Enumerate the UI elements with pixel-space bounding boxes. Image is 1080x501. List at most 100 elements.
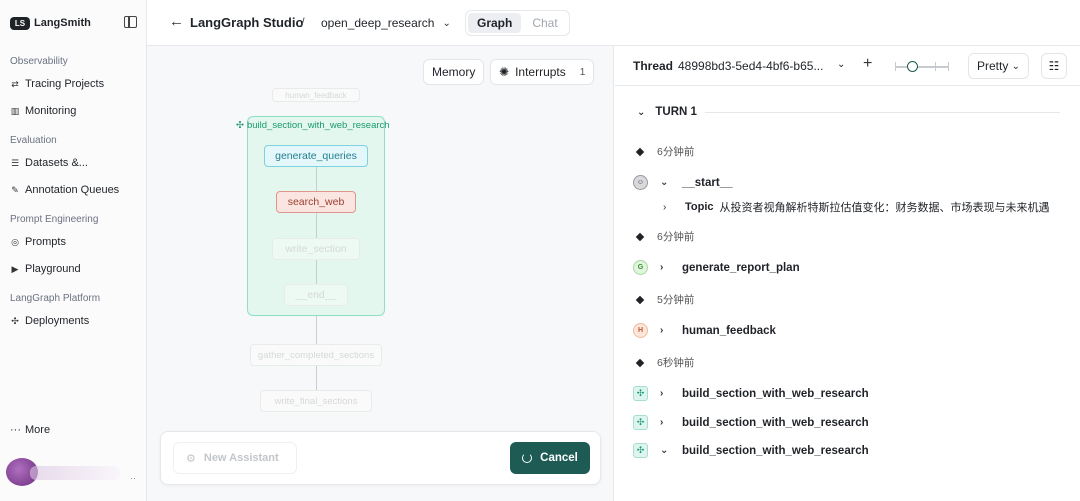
- chevron-down-icon: ⌄: [637, 106, 646, 118]
- sidebar-item-label: Datasets &...: [25, 157, 88, 169]
- section-prompt-engineering: Prompt Engineering: [10, 214, 99, 225]
- sidebar-item-annotation[interactable]: ✎ Annotation Queues: [10, 182, 119, 198]
- back-arrow-icon[interactable]: ←: [169, 13, 184, 30]
- chevron-down-icon[interactable]: ⌄: [660, 177, 669, 188]
- chevron-down-icon[interactable]: ⌄: [837, 59, 846, 70]
- chevron-right-icon[interactable]: ›: [660, 262, 664, 273]
- sidebar-item-playground[interactable]: ▶ Playground: [10, 261, 81, 277]
- graph-canvas[interactable]: Memory ✺ Interrupts 1 human_feedback ✣ b…: [147, 46, 614, 501]
- chevron-right-icon[interactable]: ›: [660, 388, 664, 399]
- new-assistant-button[interactable]: ⚙ New Assistant: [173, 442, 297, 474]
- thread-toolbar: Thread 48998bd3-5ed4-4bf6-b65... ⌄ + Pre…: [615, 46, 1080, 86]
- graph-name: open_deep_research: [321, 16, 435, 30]
- view-mode-select[interactable]: Pretty ⌄: [968, 53, 1029, 79]
- slider-tick: [935, 62, 936, 71]
- tab-graph[interactable]: Graph: [468, 13, 522, 33]
- timestamp: 6分钟前: [657, 146, 695, 158]
- deployments-icon: ✣: [11, 315, 19, 326]
- sidebar-item-monitoring[interactable]: ▥ Monitoring: [10, 103, 77, 119]
- chevron-down-icon: ⌄: [1011, 60, 1020, 72]
- thread-id-selector[interactable]: 48998bd3-5ed4-4bf6-b65...: [678, 59, 824, 73]
- memory-button[interactable]: Memory: [423, 59, 485, 85]
- sidebar-item-label: Annotation Queues: [25, 184, 120, 196]
- topic-row[interactable]: › Topic 从投资者视角解析特斯拉估值变化：财务数据、市场表现与未来机遇: [663, 199, 1050, 215]
- sidebar-collapse-icon[interactable]: [124, 16, 137, 28]
- timeline-diamond-icon: [635, 358, 645, 367]
- run-row-build-section-2[interactable]: ✣ › build_section_with_web_research: [633, 415, 869, 430]
- graph-node-human-feedback[interactable]: human_feedback: [272, 88, 360, 102]
- chevron-right-icon[interactable]: ›: [663, 201, 667, 213]
- section-platform: LangGraph Platform: [10, 293, 101, 304]
- subgraph-name: build_section_with_web_research: [246, 120, 390, 131]
- sidebar-item-prompts[interactable]: ◎ Prompts: [10, 234, 66, 250]
- graph-edge: [316, 316, 317, 344]
- run-row-build-section-3[interactable]: ✣ ⌄ build_section_with_web_research: [633, 443, 869, 458]
- cancel-label: Cancel: [540, 452, 578, 464]
- sidebar-item-datasets[interactable]: ☰ Datasets &...: [10, 155, 88, 171]
- interrupts-button[interactable]: ✺ Interrupts 1: [490, 59, 595, 85]
- sidebar-more[interactable]: ··· More: [10, 424, 50, 436]
- chevron-down-icon[interactable]: ⌄: [660, 445, 669, 456]
- sidebar: LS LangSmith Observability ⇄ Tracing Pro…: [0, 0, 147, 501]
- run-row-build-section-1[interactable]: ✣ › build_section_with_web_research: [633, 386, 869, 401]
- subgraph-icon: ✣: [633, 443, 648, 458]
- graph-edge: [316, 213, 317, 238]
- graph-edge: [316, 260, 317, 284]
- user-icon: ☺: [633, 175, 648, 190]
- prompt-icon: ◎: [11, 236, 19, 247]
- database-icon[interactable]: ☷: [1041, 53, 1067, 79]
- run-row-generate-report-plan[interactable]: G › generate_report_plan: [633, 260, 800, 275]
- run-control-bar: ⚙ New Assistant Cancel: [160, 431, 601, 485]
- brand[interactable]: LS LangSmith: [10, 14, 91, 32]
- sidebar-item-label: Deployments: [25, 315, 90, 327]
- chevron-right-icon[interactable]: ›: [660, 325, 664, 336]
- timeline-diamond-icon: [635, 232, 645, 241]
- thread-label: Thread: [633, 59, 674, 73]
- tab-chat[interactable]: Chat: [532, 16, 558, 30]
- node-badge-icon: G: [633, 260, 648, 275]
- graph-edge: [316, 366, 317, 390]
- section-observability: Observability: [10, 56, 68, 67]
- run-name: human_feedback: [682, 324, 776, 337]
- account-menu-icon[interactable]: ··: [130, 473, 136, 483]
- subgraph-label: ✣ build_section_with_web_research: [236, 120, 390, 131]
- bug-icon: ✺: [499, 65, 510, 79]
- run-row-human-feedback[interactable]: H › human_feedback: [633, 323, 776, 338]
- graph-edge: [316, 167, 317, 191]
- run-row-start[interactable]: ☺ ⌄ __start__: [633, 175, 733, 190]
- sidebar-item-deployments[interactable]: ✣ Deployments: [10, 313, 89, 329]
- sidebar-item-tracing[interactable]: ⇄ Tracing Projects: [10, 76, 104, 92]
- section-evaluation: Evaluation: [10, 135, 57, 146]
- slider-tick: [895, 62, 896, 71]
- graph-node-write-section[interactable]: write_section: [272, 238, 360, 260]
- timestamp-row: 6分钟前: [635, 144, 695, 159]
- timestamp: 5分钟前: [657, 294, 695, 306]
- graph-node-search-web[interactable]: search_web: [276, 191, 356, 213]
- chevron-right-icon[interactable]: ›: [660, 417, 664, 428]
- turn-header[interactable]: ⌄ TURN 1: [637, 106, 697, 118]
- graph-selector[interactable]: open_deep_research ⌄: [321, 16, 451, 30]
- top-bar: ← LangGraph Studio / open_deep_research …: [147, 0, 1080, 46]
- graph-node-end[interactable]: __end__: [284, 284, 348, 306]
- subgraph-icon: ✣: [633, 415, 648, 430]
- chevron-down-icon: ⌄: [442, 17, 451, 29]
- timestamp-row: 6秒钟前: [635, 355, 694, 370]
- pencil-icon: ✎: [11, 184, 19, 195]
- cancel-button[interactable]: Cancel: [510, 442, 590, 474]
- langsmith-logo-icon: LS: [10, 16, 30, 30]
- sidebar-item-label: Tracing Projects: [25, 78, 105, 90]
- account-name-blurred: [30, 466, 120, 480]
- page-title: LangGraph Studio: [190, 15, 304, 30]
- gear-icon: ⚙: [186, 452, 196, 465]
- graph-node-gather-completed-sections[interactable]: gather_completed_sections: [250, 344, 382, 366]
- run-name: build_section_with_web_research: [682, 387, 869, 400]
- run-name: build_section_with_web_research: [682, 444, 869, 457]
- run-name: generate_report_plan: [682, 261, 800, 274]
- tracing-icon: ⇄: [11, 78, 19, 89]
- history-slider-handle[interactable]: [907, 61, 918, 72]
- graph-node-write-final-sections[interactable]: write_final_sections: [260, 390, 372, 412]
- graph-node-generate-queries[interactable]: generate_queries: [264, 145, 368, 167]
- timestamp-row: 5分钟前: [635, 292, 695, 307]
- history-slider-track[interactable]: [895, 66, 949, 68]
- new-thread-plus-icon[interactable]: +: [863, 55, 873, 72]
